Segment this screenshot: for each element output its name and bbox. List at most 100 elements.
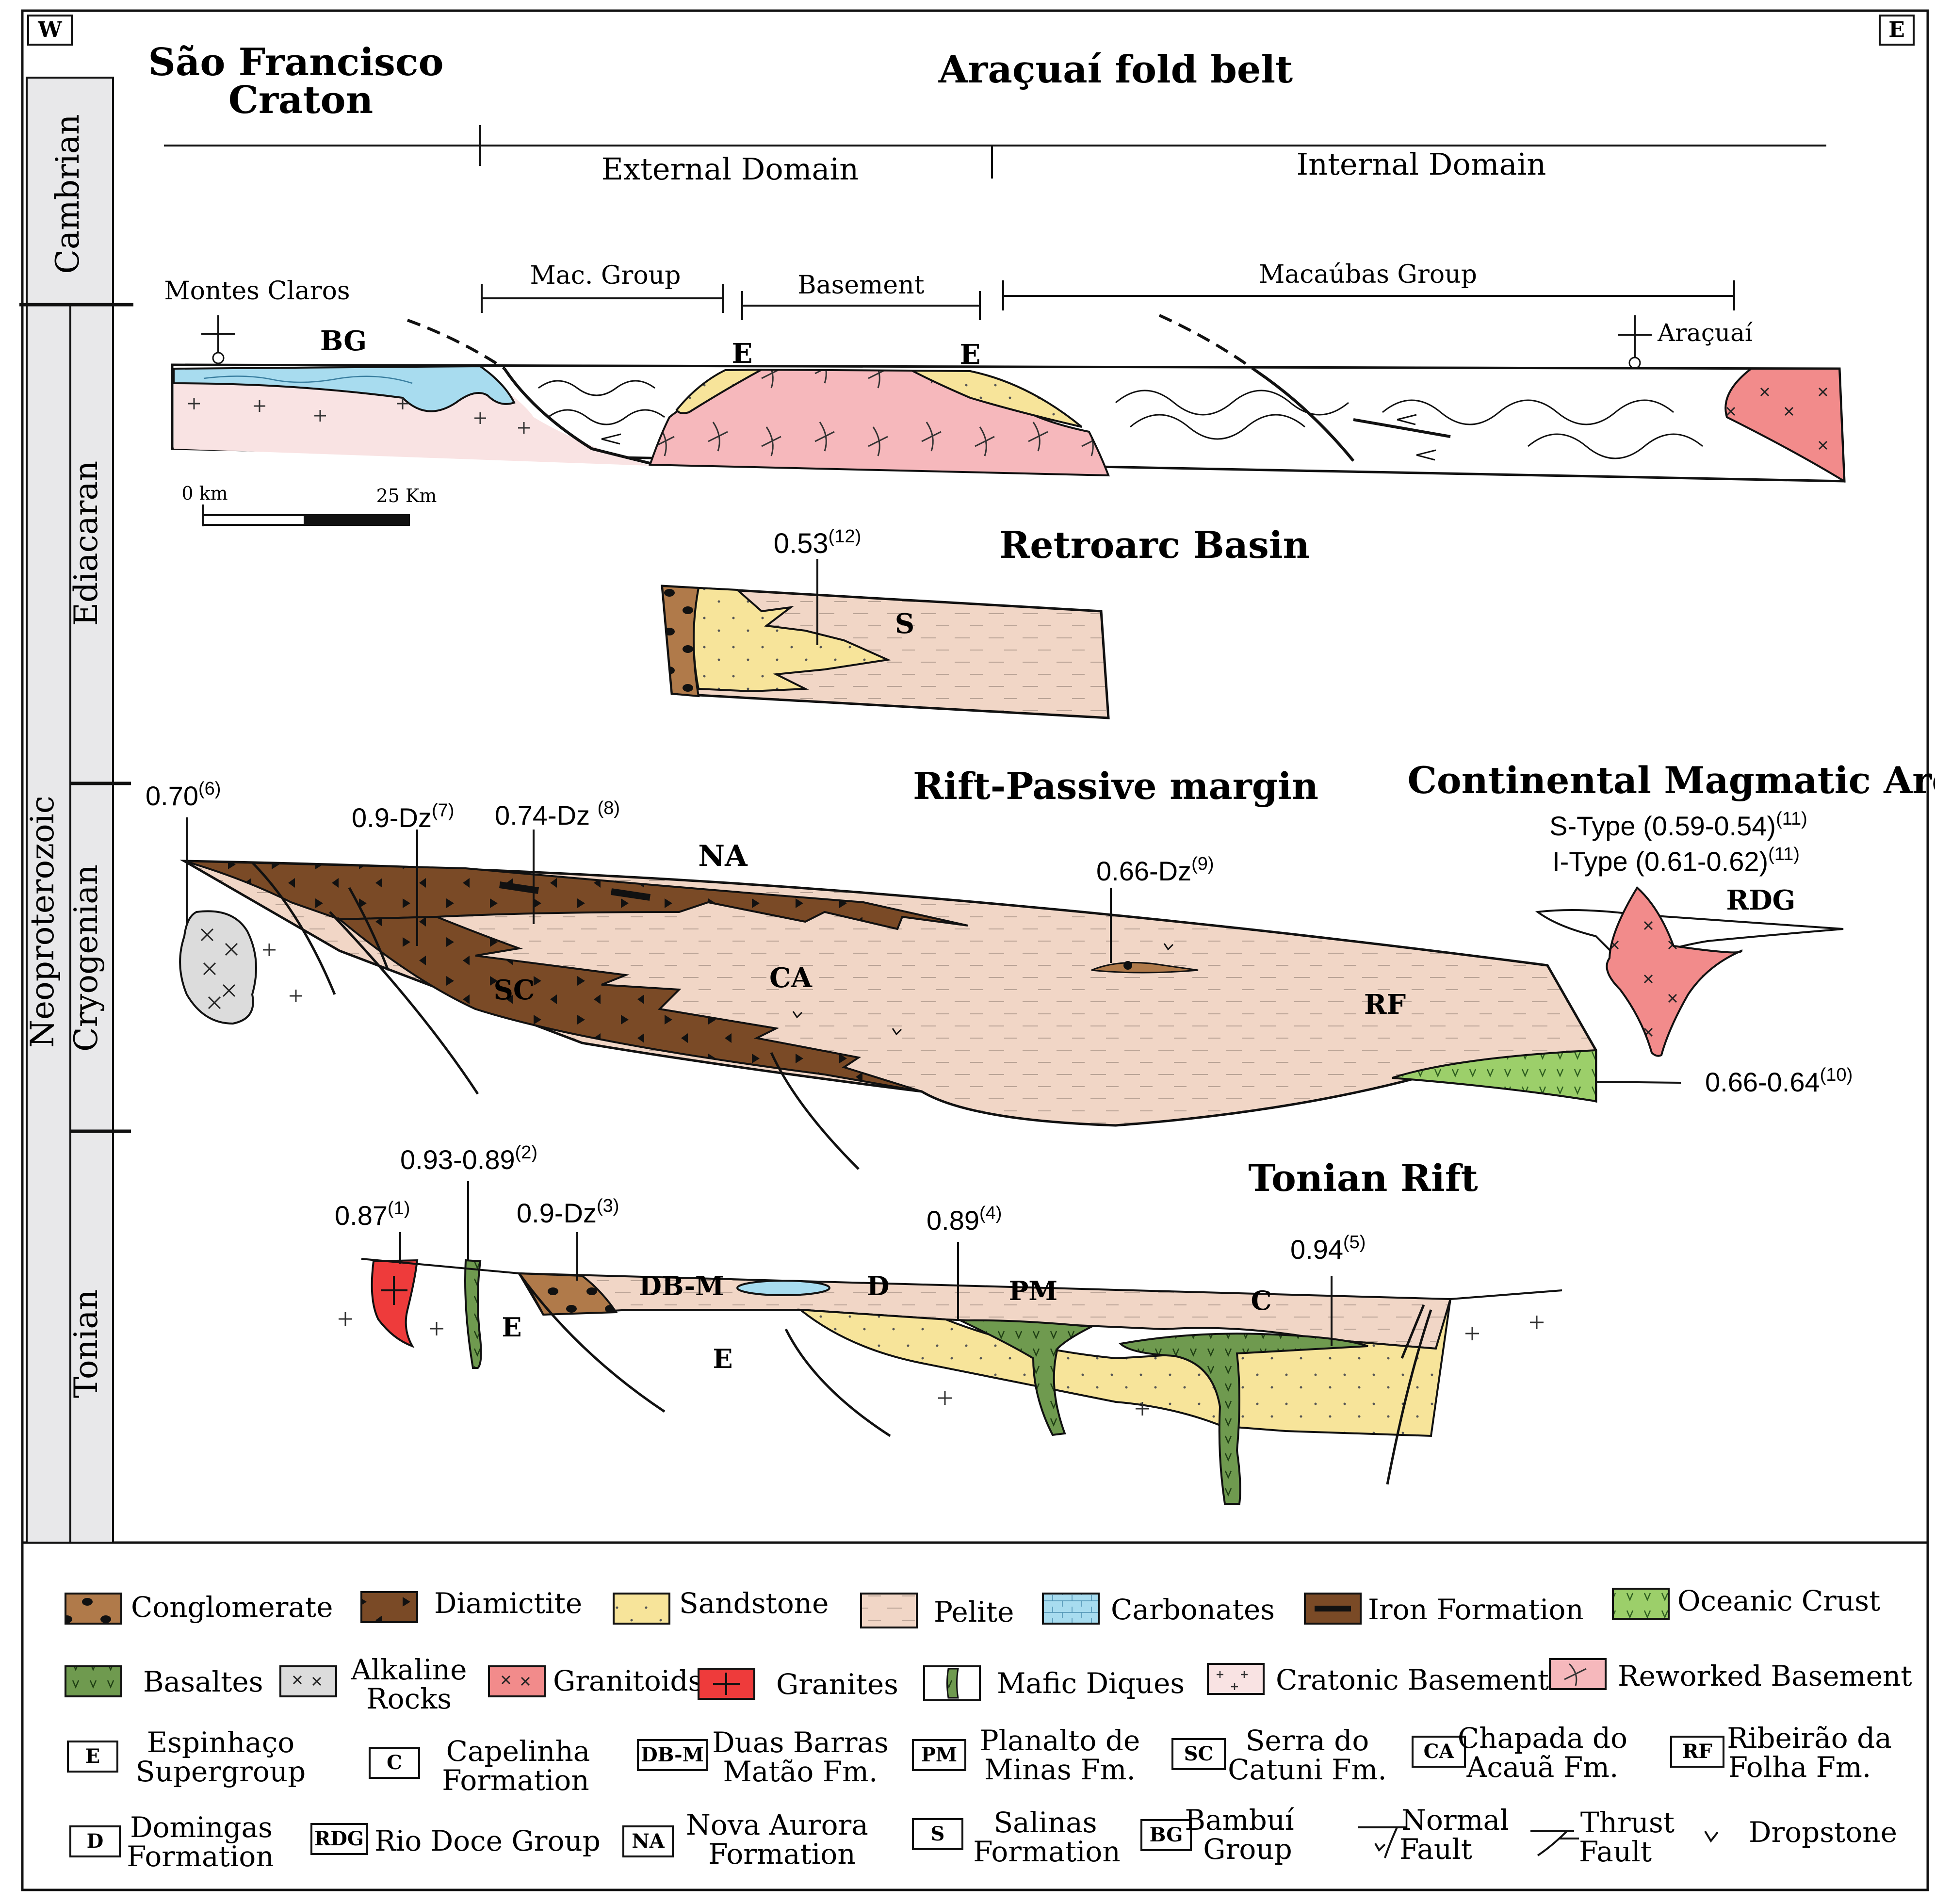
svg-text:Ribeirão da: Ribeirão da bbox=[1727, 1722, 1892, 1755]
svg-text:Salinas: Salinas bbox=[993, 1806, 1097, 1839]
svg-text:Basaltes: Basaltes bbox=[143, 1665, 263, 1698]
legend-granitoids: Granitoids bbox=[488, 1664, 702, 1697]
period-ediacaran: Ediacaran bbox=[67, 461, 105, 626]
svg-text:SC: SC bbox=[1184, 1742, 1214, 1765]
rift-passive-margin: Rift-Passive margin bbox=[146, 765, 1853, 1170]
legend-mafic-diques: Mafic Diques bbox=[923, 1665, 1185, 1701]
svg-text:CA: CA bbox=[1424, 1740, 1455, 1763]
tonian-e-label-1: E bbox=[502, 1312, 521, 1343]
legend-code-dbm: DB-M Duas Barras Matão Fm. bbox=[637, 1726, 889, 1788]
svg-text:Reworked Basement: Reworked Basement bbox=[1618, 1660, 1912, 1692]
legend-basaltes: Basaltes bbox=[65, 1665, 263, 1698]
cross-section: Montes Claros Araçuaí Mac. Group Basemen… bbox=[164, 260, 1846, 526]
rift-age-5: 0.66-0.64(10) bbox=[1705, 1065, 1853, 1097]
svg-text:Dropstone: Dropstone bbox=[1749, 1816, 1897, 1849]
belt-title: Araçuaí fold belt bbox=[938, 48, 1293, 92]
chronostrat-column: Cambrian Ediacaran Cryogenian Tonian Neo… bbox=[19, 77, 133, 1544]
mac-group-label: Mac. Group bbox=[530, 261, 681, 290]
period-tonian: Tonian bbox=[67, 1289, 105, 1398]
e-label-left: E bbox=[732, 338, 753, 370]
svg-text:Diamictite: Diamictite bbox=[434, 1587, 582, 1620]
svg-text:0 km: 0 km bbox=[181, 483, 228, 504]
craton-title-2: Craton bbox=[228, 78, 373, 122]
arc-title: Continental Magmatic Arc bbox=[1407, 759, 1935, 802]
svg-text:Nova Aurora: Nova Aurora bbox=[686, 1808, 868, 1841]
svg-text:W: W bbox=[37, 17, 62, 42]
na-label: NA bbox=[698, 839, 748, 873]
legend-code-d: D Domingas Formation bbox=[69, 1811, 274, 1873]
legend-carbonates: Carbonates bbox=[1042, 1593, 1275, 1626]
legend-code-c: C Capelinha Formation bbox=[369, 1735, 590, 1797]
legend-code-s: S Salinas Formation bbox=[912, 1806, 1121, 1868]
east-marker: E bbox=[1879, 15, 1915, 46]
svg-text:Granitoids: Granitoids bbox=[553, 1664, 702, 1697]
legend-thrust-fault: Thrust Fault bbox=[1530, 1806, 1675, 1868]
tonian-age-3: 0.9-Dz(3) bbox=[517, 1196, 619, 1228]
legend: Conglomerate Diamictite Sandstone Pelite… bbox=[65, 1584, 1912, 1873]
internal-domain-label: Internal Domain bbox=[1297, 146, 1546, 182]
svg-text:Minas Fm.: Minas Fm. bbox=[984, 1753, 1136, 1786]
dbm-label: DB-M bbox=[639, 1270, 724, 1302]
svg-text:Planalto de: Planalto de bbox=[980, 1724, 1140, 1757]
svg-text:Formation: Formation bbox=[973, 1835, 1120, 1868]
rift-age-1: 0.70(6) bbox=[146, 779, 221, 811]
period-cryogenian: Cryogenian bbox=[67, 864, 105, 1052]
svg-text:Thrust: Thrust bbox=[1580, 1806, 1675, 1839]
svg-text:Alkaline: Alkaline bbox=[351, 1653, 467, 1686]
svg-text:BG: BG bbox=[1150, 1823, 1183, 1846]
svg-text:Carbonates: Carbonates bbox=[1111, 1593, 1275, 1626]
svg-text:Fault: Fault bbox=[1579, 1835, 1652, 1868]
svg-text:Capelinha: Capelinha bbox=[446, 1735, 590, 1768]
ca-label: CA bbox=[769, 962, 813, 994]
svg-text:Duas Barras: Duas Barras bbox=[712, 1726, 889, 1759]
tonian-rift: Tonian Rift bbox=[335, 1142, 1562, 1505]
outer-frame bbox=[21, 9, 1929, 1891]
svg-text:NA: NA bbox=[632, 1830, 665, 1853]
c-label: C bbox=[1251, 1285, 1272, 1316]
svg-text:Oceanic Crust: Oceanic Crust bbox=[1677, 1584, 1880, 1617]
rf-label: RF bbox=[1364, 989, 1406, 1021]
svg-text:Fault: Fault bbox=[1399, 1833, 1472, 1866]
svg-text:Supergroup: Supergroup bbox=[136, 1755, 306, 1788]
svg-text:Granites: Granites bbox=[776, 1668, 898, 1701]
basement-label: Basement bbox=[797, 271, 924, 300]
craton-title-1: São Francisco bbox=[148, 40, 444, 84]
rift-age-3: 0.74-Dz (8) bbox=[495, 798, 620, 830]
legend-code-bg: BG Bambuí Group bbox=[1140, 1804, 1294, 1866]
svg-text:Chapada do: Chapada do bbox=[1458, 1722, 1627, 1755]
legend-iron-formation: Iron Formation bbox=[1304, 1593, 1584, 1626]
period-cambrian: Cambrian bbox=[49, 114, 86, 274]
e-label-right: E bbox=[960, 339, 981, 371]
svg-text:Pelite: Pelite bbox=[934, 1595, 1014, 1628]
tonian-title: Tonian Rift bbox=[1248, 1156, 1478, 1200]
montes-claros-label: Montes Claros bbox=[164, 277, 350, 306]
svg-text:Conglomerate: Conglomerate bbox=[131, 1591, 333, 1624]
tonian-e-label-2: E bbox=[713, 1343, 732, 1374]
svg-text:Formation: Formation bbox=[442, 1764, 589, 1797]
eon-neoproterozoic: Neoproterozoic bbox=[24, 796, 61, 1048]
svg-text:Serra do: Serra do bbox=[1246, 1724, 1369, 1757]
svg-text:Mafic Diques: Mafic Diques bbox=[997, 1667, 1185, 1700]
svg-text:Formation: Formation bbox=[708, 1838, 855, 1871]
external-domain-label: External Domain bbox=[602, 151, 859, 187]
legend-dropstone: Dropstone bbox=[1704, 1816, 1897, 1849]
tonian-age-5: 0.94(5) bbox=[1290, 1232, 1366, 1265]
legend-diamictite: Diamictite bbox=[360, 1587, 582, 1623]
svg-text:Bambuí: Bambuí bbox=[1185, 1804, 1294, 1837]
svg-text:Folha Fm.: Folha Fm. bbox=[1728, 1751, 1871, 1784]
svg-text:RDG: RDG bbox=[314, 1827, 364, 1850]
tonian-age-4: 0.89(4) bbox=[927, 1203, 1002, 1236]
svg-text:PM: PM bbox=[921, 1743, 957, 1766]
svg-text:E: E bbox=[1888, 17, 1905, 42]
legend-code-e: E Espinhaço Supergroup bbox=[67, 1726, 306, 1788]
legend-code-na: NA Nova Aurora Formation bbox=[622, 1808, 868, 1871]
svg-text:Domingas: Domingas bbox=[130, 1811, 273, 1844]
arc-s-type: S-Type (0.59-0.54)(11) bbox=[1549, 809, 1807, 841]
rift-passive-title: Rift-Passive margin bbox=[913, 765, 1318, 808]
macaubas-group-label: Macaúbas Group bbox=[1259, 260, 1477, 289]
svg-text:Normal: Normal bbox=[1401, 1804, 1509, 1837]
legend-normal-fault: Normal Fault bbox=[1358, 1804, 1509, 1866]
legend-conglomerate: Conglomerate bbox=[65, 1591, 333, 1625]
svg-text:E: E bbox=[85, 1745, 100, 1768]
